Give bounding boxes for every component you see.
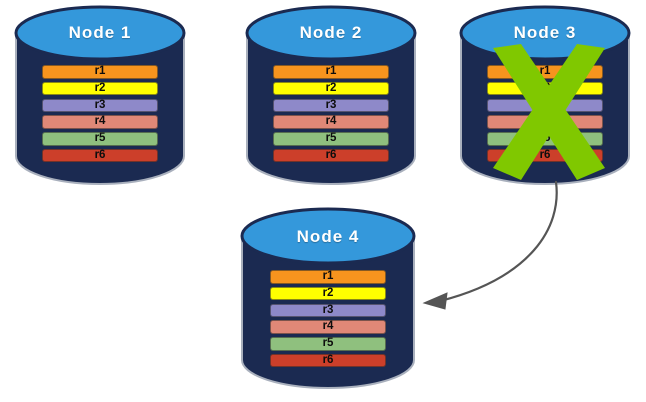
record-row[interactable]: r3 [273,98,389,113]
node-4-rows: r1 r2 r3 r4 r5 r6 [240,270,416,368]
record-row[interactable]: r5 [270,337,386,351]
record-row[interactable]: r5 [273,132,389,146]
record-row[interactable]: r3 [270,303,386,318]
record-row[interactable]: r5 [42,132,158,146]
node-2[interactable]: Node 2 r1 r2 r3 r4 r5 r6 [245,5,417,185]
arrow-curve [438,180,558,303]
record-row[interactable]: r1 [42,65,158,79]
record-row[interactable]: r4 [270,320,386,334]
record-row[interactable]: r6 [270,353,386,368]
record-row[interactable]: r1 [273,65,389,79]
record-row[interactable]: r4 [273,115,389,129]
node-2-rows: r1 r2 r3 r4 r5 r6 [245,65,417,163]
record-row[interactable]: r6 [42,148,158,163]
record-row[interactable]: r2 [42,81,158,96]
arrow-head-icon [422,292,448,310]
record-row[interactable]: r1 [270,270,386,284]
record-row[interactable]: r3 [42,98,158,113]
node-4[interactable]: Node 4 r1 r2 r3 r4 r5 r6 [240,207,416,389]
record-row[interactable]: r2 [270,286,386,301]
node-1[interactable]: Node 1 r1 r2 r3 r4 r5 r6 [14,5,186,185]
record-row[interactable]: r4 [42,115,158,129]
record-row[interactable]: r2 [273,81,389,96]
record-row[interactable]: r6 [273,148,389,163]
node-1-rows: r1 r2 r3 r4 r5 r6 [14,65,186,163]
